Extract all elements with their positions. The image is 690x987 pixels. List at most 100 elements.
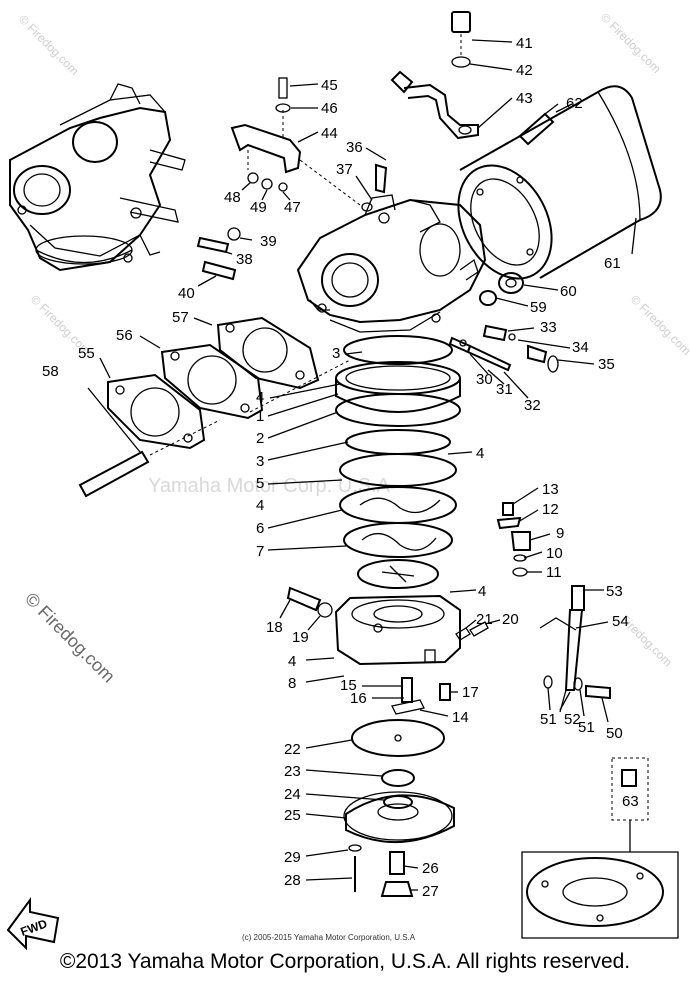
part-label: 11 <box>546 564 562 581</box>
part-label: 45 <box>321 77 338 94</box>
part-label: 46 <box>321 100 338 117</box>
part-label: 19 <box>292 629 309 646</box>
part-label: 20 <box>502 611 519 628</box>
part-label: 62 <box>566 95 583 112</box>
faint-watermark-top-left: © Firedog.com <box>16 12 82 78</box>
part-label: 10 <box>546 545 563 562</box>
diaphragm-stack <box>335 335 461 589</box>
small-copyright: (c) 2005-2015 Yamaha Motor Corporation, … <box>242 933 416 942</box>
part-label: 14 <box>452 709 469 726</box>
small-springs <box>455 621 489 641</box>
part-label: 39 <box>260 233 277 250</box>
part-label: 44 <box>321 125 338 142</box>
lever-parts <box>391 677 451 715</box>
part-label: 24 <box>284 786 301 803</box>
part-number-labels: 41 42 43 45 46 44 36 37 48 49 47 62 61 3… <box>42 35 639 900</box>
part-label: 3 <box>256 453 264 470</box>
part-label: 9 <box>556 525 564 542</box>
part-label: 28 <box>284 872 301 889</box>
part-label: 16 <box>350 690 367 707</box>
side-watermark: © Firedog.com <box>21 589 119 687</box>
left-carburetor-assembly <box>9 83 186 272</box>
part-label: 35 <box>598 356 615 373</box>
part-label: 49 <box>250 199 267 216</box>
part-label: 5 <box>256 475 264 492</box>
fwd-arrow: FWD <box>6 896 60 951</box>
part-label: 4 <box>476 445 484 462</box>
part-label: 38 <box>236 251 253 268</box>
part-label: 30 <box>476 371 493 388</box>
part-label: 2 <box>256 430 264 447</box>
part-label: 57 <box>172 309 189 326</box>
throttle-linkage <box>539 585 611 713</box>
part-label: 34 <box>572 339 589 356</box>
part-label: 51 <box>540 711 557 728</box>
part-label: 48 <box>224 189 241 206</box>
needle-valve-parts <box>448 324 559 373</box>
fwd-label: FWD <box>19 916 50 939</box>
check-valve-parts <box>496 502 531 577</box>
part-label: 25 <box>284 807 301 824</box>
part-label: 26 <box>422 860 439 877</box>
part-label: 4 <box>478 583 486 600</box>
part-label: 32 <box>524 397 541 414</box>
part-label: 37 <box>336 161 353 178</box>
intake-horn <box>457 85 662 280</box>
detail-63 <box>521 757 679 939</box>
part-label: 50 <box>606 725 623 742</box>
part-label: 29 <box>284 849 301 866</box>
part-label: 22 <box>284 741 301 758</box>
fuel-inlet-fitting <box>286 586 333 618</box>
part-label: 13 <box>542 481 559 498</box>
part-label: 43 <box>516 90 533 107</box>
part-label: 23 <box>284 763 301 780</box>
part-label: 52 <box>564 711 581 728</box>
part-label: 8 <box>288 675 296 692</box>
pump-body <box>334 594 461 666</box>
part-label: 31 <box>496 381 513 398</box>
part-label: 33 <box>540 319 557 336</box>
part-label: 1 <box>256 408 264 425</box>
part-label: 6 <box>256 520 264 537</box>
pump-cover <box>343 719 455 844</box>
part-label: 53 <box>606 583 623 600</box>
part-label: 59 <box>530 299 547 316</box>
fuel-pipe-fitting <box>390 11 479 140</box>
part-label: 27 <box>422 883 439 900</box>
part-label: 54 <box>612 613 629 630</box>
part-label: 21 <box>476 611 493 628</box>
mounting-screws <box>196 227 241 281</box>
part-label: 60 <box>560 283 577 300</box>
part-label: 61 <box>604 255 621 272</box>
part-label: 18 <box>266 619 283 636</box>
part-label: 36 <box>346 139 363 156</box>
part-label: 7 <box>256 543 264 560</box>
part-label: 40 <box>178 285 195 302</box>
copyright-footer: ©2013 Yamaha Motor Corporation, U.S.A. A… <box>59 950 631 973</box>
main-carburetor-body <box>296 194 487 333</box>
part-label: 47 <box>284 199 301 216</box>
gaskets <box>78 316 351 498</box>
faint-watermark-mid-right: © Firedog.com <box>628 292 690 358</box>
cover-screws <box>348 844 414 897</box>
throttle-bracket <box>230 77 361 206</box>
part-label: 17 <box>462 684 479 701</box>
part-label: 3 <box>332 345 340 362</box>
idle-screws <box>361 163 388 212</box>
part-label: 41 <box>516 35 533 52</box>
part-label: 15 <box>340 677 357 694</box>
part-label: 42 <box>516 62 533 79</box>
part-label: 4 <box>288 653 296 670</box>
part-label: 51 <box>578 719 595 736</box>
part-label: 58 <box>42 363 59 380</box>
part-label: 4 <box>256 497 264 514</box>
part-label: 12 <box>542 501 559 518</box>
part-label: 4 <box>256 389 264 406</box>
faint-watermark-top-right: © Firedog.com <box>598 10 664 76</box>
part-label: 56 <box>116 327 133 344</box>
leader-lines <box>87 39 637 891</box>
part-label: 63 <box>622 793 639 810</box>
part-label: 55 <box>78 345 95 362</box>
